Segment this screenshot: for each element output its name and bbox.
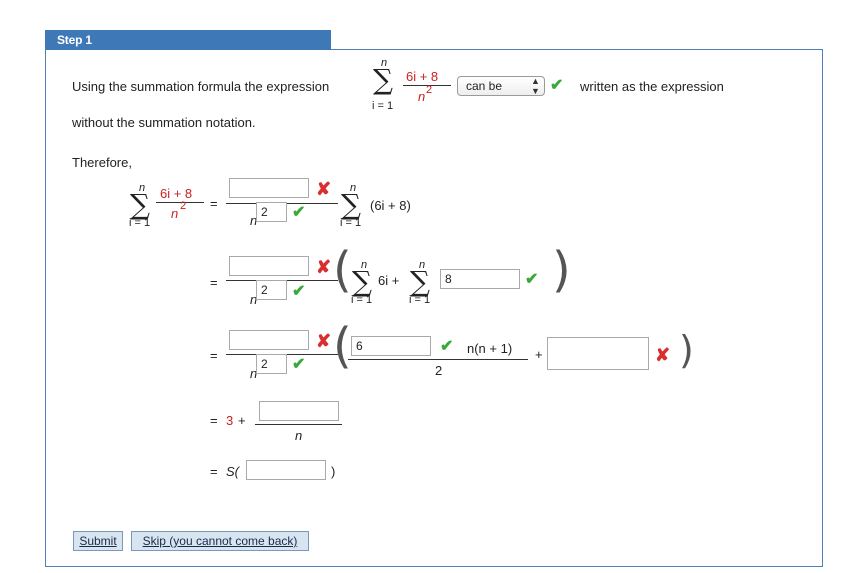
dropdown-selected: can be (466, 79, 503, 93)
r3-half-denominator: 2 (435, 363, 443, 378)
r1-sigma: ∑ (130, 188, 150, 221)
r1b-sigma-lower: i = 1 (340, 217, 362, 229)
r2-denom-n: n (250, 292, 258, 307)
r1-denominator-sup: 2 (180, 200, 187, 212)
r3-right-paren: ) (679, 328, 694, 372)
r1-equals: = (210, 196, 218, 211)
r1-sigma-upper: n (139, 182, 146, 194)
chevron-updown-icon: ▲▼ (531, 76, 540, 96)
r3-plus: + (535, 347, 543, 362)
skip-button[interactable]: Skip (you cannot come back) (131, 531, 309, 551)
r4-three: 3 (226, 413, 234, 428)
r2a-sigma-lower: i = 1 (351, 294, 373, 306)
check-icon: ✔ (525, 271, 539, 288)
r3-n-n-plus-1: n(n + 1) (467, 341, 513, 356)
cross-icon: ✘ (316, 179, 332, 199)
r3-six-input[interactable]: 6 (351, 336, 431, 356)
intro-suffix: written as the expression (580, 79, 724, 94)
intro-line2: without the summation notation. (72, 115, 256, 130)
r1-denom-n: n (250, 213, 258, 228)
r4-plus: + (238, 413, 246, 428)
r1-sum-term: (6i + 8) (370, 198, 411, 213)
step-header: Step 1 (45, 30, 331, 50)
r1b-sigma-upper: n (350, 182, 357, 194)
r1-denominator-n: n (171, 206, 179, 221)
r1-fraction-line (156, 202, 204, 203)
step-title: Step 1 (57, 33, 92, 47)
check-icon: ✔ (292, 356, 306, 373)
r4-fraction-line (255, 424, 342, 425)
r3-exponent-input[interactable]: 2 (256, 354, 287, 374)
r2b-sigma-upper: n (419, 259, 426, 271)
r1-sigma-lower: i = 1 (129, 217, 151, 229)
r5-s-open: S( (226, 464, 239, 479)
cross-icon: ✘ (655, 345, 671, 365)
r1-exponent-input[interactable]: 2 (256, 202, 287, 222)
r5-equals: = (210, 464, 218, 479)
check-icon: ✔ (292, 204, 306, 221)
check-icon: ✔ (550, 77, 564, 94)
r1b-sigma: ∑ (341, 188, 361, 221)
intro-denominator-n: n (418, 89, 426, 104)
r1-numerator-input[interactable] (229, 178, 309, 198)
therefore-label: Therefore, (72, 155, 132, 170)
r3-left-paren: ( (333, 318, 352, 374)
r4-equals: = (210, 413, 218, 428)
panel-top-border (331, 49, 823, 50)
r2-right-paren: ) (552, 242, 571, 298)
step-panel (45, 49, 823, 567)
r2-sum-input[interactable]: 8 (440, 269, 520, 289)
r1-numerator: 6i + 8 (160, 186, 193, 201)
intro-sigma: ∑ (373, 63, 393, 96)
r2-left-paren: ( (333, 242, 352, 298)
r2b-sigma-lower: i = 1 (409, 294, 431, 306)
intro-prefix: Using the summation formula the expressi… (72, 79, 330, 94)
r5-close-paren: ) (331, 464, 336, 479)
r3-half-fraction-line (348, 359, 528, 360)
intro-denominator-sup: 2 (426, 84, 433, 96)
can-be-dropdown[interactable]: can be ▲▼ (457, 76, 545, 96)
r2a-sigma-upper: n (361, 259, 368, 271)
cross-icon: ✘ (316, 331, 332, 351)
r5-input[interactable] (246, 460, 326, 480)
check-icon: ✔ (440, 338, 454, 355)
check-icon: ✔ (292, 283, 306, 300)
r3-equals: = (210, 348, 218, 363)
intro-fraction-line (403, 85, 451, 86)
r2-numerator-input[interactable] (229, 256, 309, 276)
intro-sigma-lower: i = 1 (372, 100, 394, 112)
r2b-sigma: ∑ (410, 265, 430, 298)
cross-icon: ✘ (316, 257, 332, 277)
r4-numerator-input[interactable] (259, 401, 339, 421)
r3-extra-input[interactable] (547, 337, 649, 370)
r3-denom-n: n (250, 366, 258, 381)
submit-button[interactable]: Submit (73, 531, 123, 551)
r3-numerator-input[interactable] (229, 330, 309, 350)
r2-equals: = (210, 275, 218, 290)
r2-exponent-input[interactable]: 2 (256, 280, 287, 300)
r2-six-i-plus: 6i + (378, 273, 400, 288)
intro-numerator: 6i + 8 (406, 69, 439, 84)
r4-denominator-n: n (295, 428, 303, 443)
r2a-sigma: ∑ (352, 265, 372, 298)
intro-sigma-upper: n (381, 57, 388, 69)
